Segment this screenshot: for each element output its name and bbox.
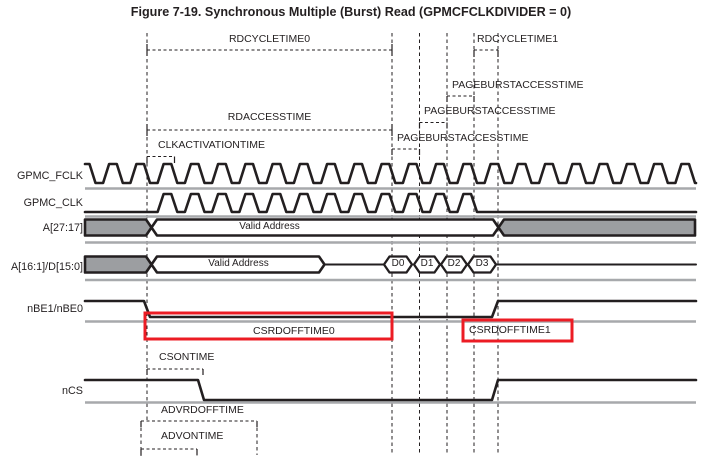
ad-data-d0	[382, 255, 414, 274]
signal-label-ncs: nCS	[61, 385, 83, 397]
nbe-waveform	[83, 299, 698, 319]
a27-invalid-left	[83, 218, 153, 237]
bus-value-d0: D0	[391, 258, 405, 269]
label-rdcycletime1: RDCYCLETIME1	[477, 33, 559, 45]
highlight-box-csrdofftime1	[461, 318, 574, 343]
label-clkactivationtime: CLKACTIVATIONTIME	[158, 139, 265, 151]
label-csontime: CSONTIME	[159, 351, 215, 363]
signal-label-a27-17: A[27:17]	[42, 222, 83, 234]
gpmc-clk-waveform	[83, 192, 698, 214]
label-pageburstaccesstime-2: PAGEBURSTACCESSTIME	[424, 105, 556, 117]
ncs-waveform	[83, 378, 698, 402]
signal-label-a16-d15: A[16:1]/D[15:0]	[10, 261, 83, 273]
ad-invalid-left	[83, 255, 153, 274]
signal-label-nbe1-nbe0: nBE1/nBE0	[27, 303, 83, 315]
highlight-box-csrdofftime0	[143, 311, 394, 341]
bus-value-d1: D1	[420, 258, 434, 269]
label-advrdofftime: ADVRDOFFTIME	[161, 404, 244, 416]
gpmc-fclk-waveform	[83, 162, 698, 185]
bus-value-valid-address-ad: Valid Address	[208, 258, 269, 269]
label-rdaccesstime: RDACCESSTIME	[227, 111, 312, 123]
label-pageburstaccesstime-3: PAGEBURSTACCESSTIME	[397, 132, 529, 144]
label-csrdofftime0: CSRDOFFTIME0	[253, 325, 335, 337]
figure-title: Figure 7-19. Synchronous Multiple (Burst…	[130, 5, 572, 19]
label-rdcycletime0: RDCYCLETIME0	[228, 33, 311, 45]
signal-label-gpmc-fclk: GPMC_FCLK	[17, 170, 83, 182]
bus-value-valid-address-a27: Valid Address	[239, 221, 300, 232]
bus-value-d2: D2	[447, 258, 461, 269]
label-csrdofftime1: CSRDOFFTIME1	[469, 324, 551, 336]
label-advontime: ADVONTIME	[161, 430, 224, 442]
bus-value-d3: D3	[475, 258, 489, 269]
label-pageburstaccesstime-1: PAGEBURSTACCESSTIME	[452, 79, 584, 91]
signal-label-gpmc-clk: GPMC_CLK	[23, 197, 83, 209]
a27-invalid-right	[497, 218, 697, 237]
